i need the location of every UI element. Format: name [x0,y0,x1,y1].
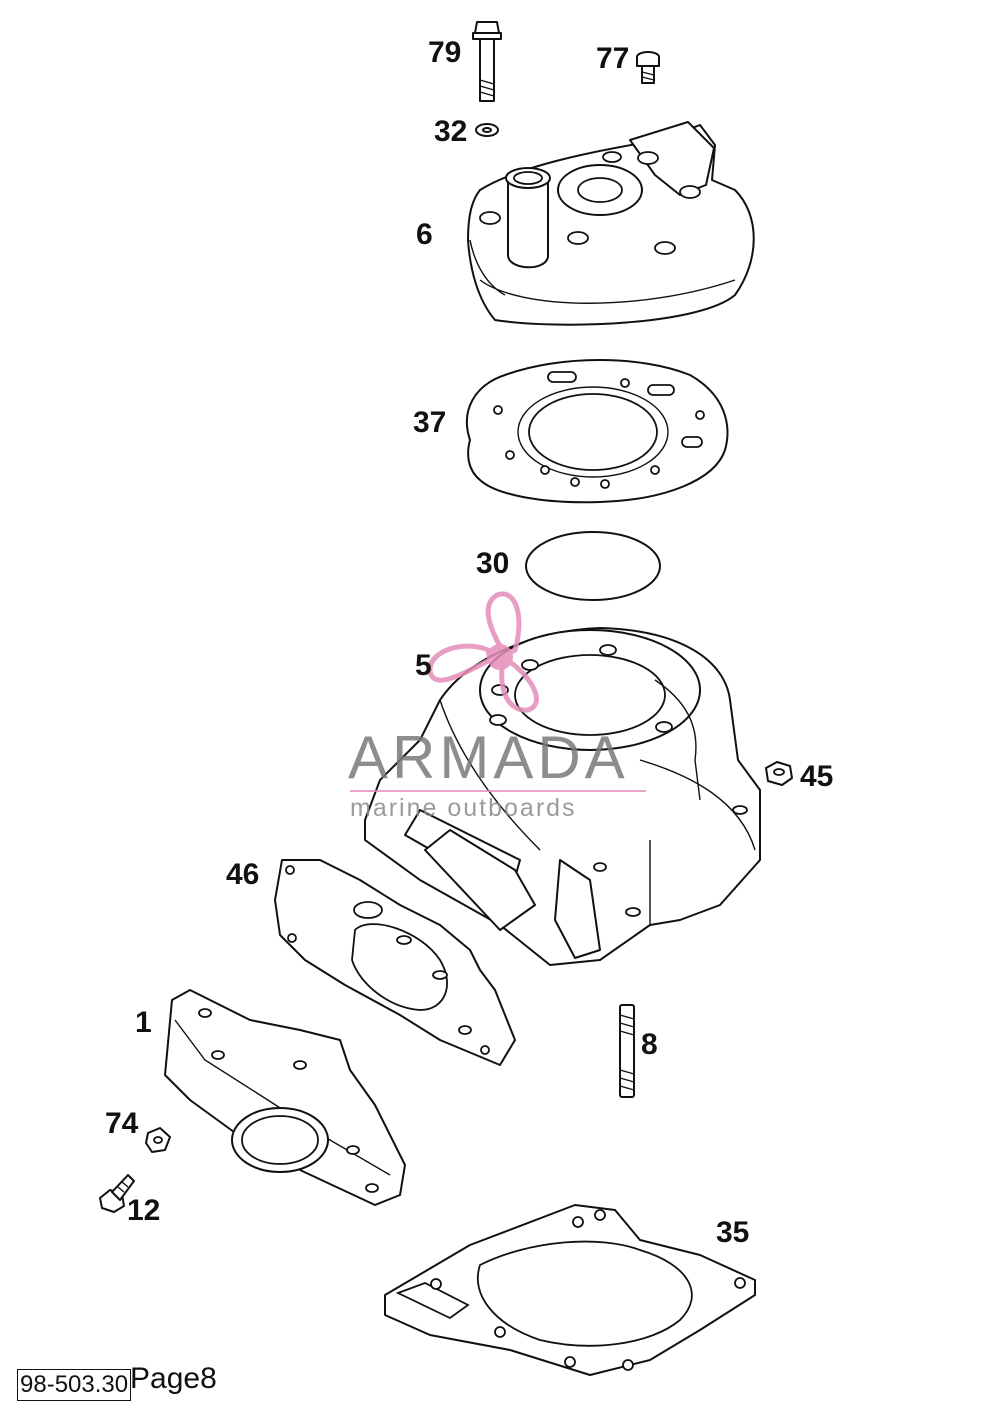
callout-6: 6 [416,218,433,251]
callout-1: 1 [135,1006,152,1039]
part-77-bolt [636,51,660,84]
callout-79: 79 [428,36,462,69]
part-37-head-gasket [465,359,729,504]
part-30-o-ring [525,531,661,601]
part-6-cylinder-head [467,121,755,326]
watermark-propeller-icon [427,591,539,713]
callout-77: 77 [596,42,630,75]
watermark-divider [350,790,646,792]
part-5-cylinder [364,627,761,966]
page-number-label: Page8 [130,1362,217,1395]
part-32-washer [475,123,499,137]
part-79-bolt [472,21,502,102]
part-8-stud [619,1004,635,1098]
callout-74: 74 [105,1107,139,1140]
callout-8: 8 [641,1028,658,1061]
part-12-bolt [99,1174,135,1213]
callout-45: 45 [800,760,834,793]
watermark-subtitle: marine outboards [350,794,577,822]
watermark-title: ARMADA [348,724,629,791]
part-46-reed-gasket [274,859,516,1066]
drawing-reference-number: 98-503.30 [17,1369,132,1401]
callout-32: 32 [434,115,468,148]
part-45-nut [765,761,793,786]
callout-37: 37 [413,406,447,439]
part-74-nut [145,1127,171,1153]
callout-12: 12 [127,1194,161,1227]
callout-35: 35 [716,1216,750,1249]
callout-30: 30 [476,547,510,580]
part-35-base-gasket [384,1204,756,1376]
callout-5: 5 [415,649,432,682]
callout-46: 46 [226,858,260,891]
part-1-intake-flange [164,989,406,1206]
